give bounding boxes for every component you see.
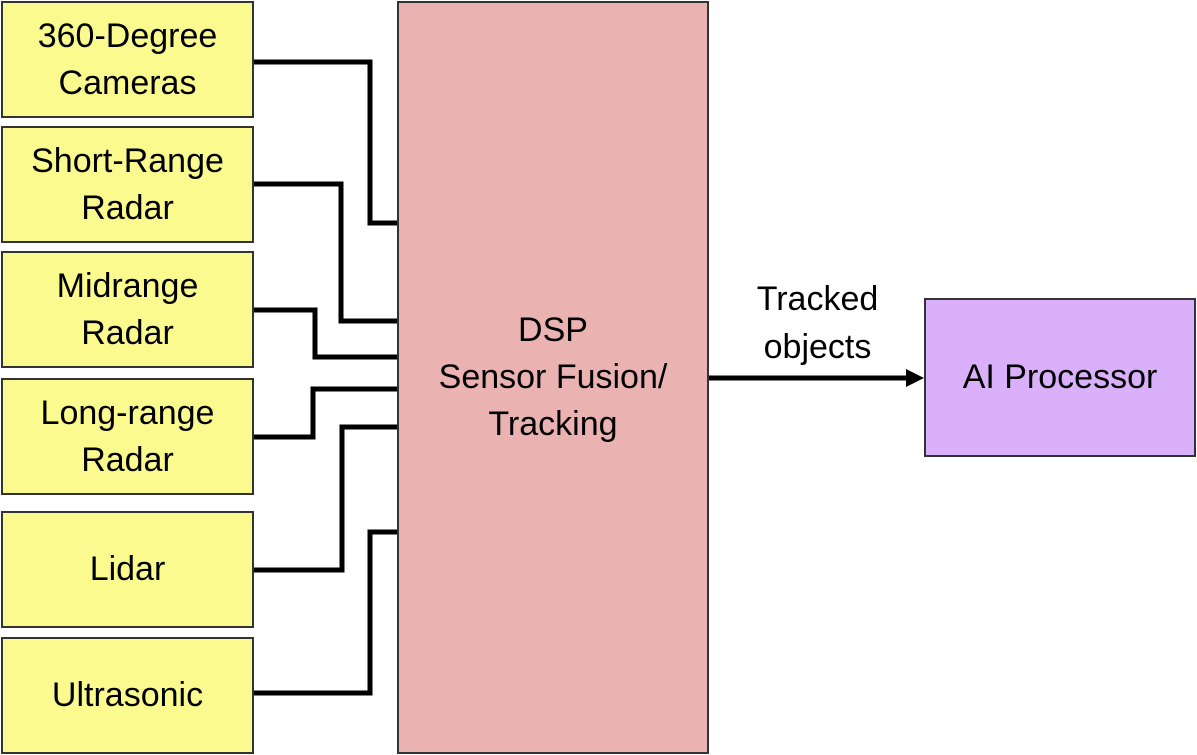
wire-ultrasonic: [254, 529, 397, 696]
wire-long-range-radar: [254, 386, 397, 440]
wire-short-range-radar: [254, 181, 397, 324]
dsp-label-line3: Tracking: [488, 405, 618, 443]
edge-label-line1: Tracked: [756, 280, 879, 318]
sensor-label-line2: Cameras: [58, 63, 197, 102]
dsp-label-line1: DSP: [518, 311, 588, 349]
sensor-label-line1: Midrange: [56, 266, 199, 305]
wire-lidar: [254, 424, 397, 573]
sensor-label-line2: Radar: [81, 440, 174, 479]
edge-label-line2: objects: [763, 328, 872, 366]
arrowhead-icon: [906, 369, 924, 387]
sensor-label-line1: 360-Degree: [37, 16, 218, 55]
sensor-label-line1: Ultrasonic: [51, 676, 204, 714]
dsp-sensor-fusion-box: DSP Sensor Fusion/ Tracking: [397, 1, 709, 754]
sensor-label-line1: Short-Range: [31, 141, 224, 180]
sensor-label-line1: Long-range: [40, 393, 215, 432]
wire-cameras: [254, 59, 397, 226]
sensor-label-line2: Radar: [81, 313, 174, 352]
ai-processor-box: AI Processor: [924, 298, 1196, 457]
sensor-label-line1: Lidar: [89, 550, 166, 588]
edge-label-tracked-objects: Tracked objects: [725, 275, 910, 371]
ai-processor-label: AI Processor: [962, 358, 1158, 396]
sensor-label-line2: Radar: [81, 188, 174, 227]
wire-midrange-radar: [254, 307, 397, 360]
sensor-box-ultrasonic: Ultrasonic: [1, 637, 254, 754]
dsp-label-line2: Sensor Fusion/: [438, 358, 668, 396]
sensor-box-lidar: Lidar: [1, 511, 254, 628]
